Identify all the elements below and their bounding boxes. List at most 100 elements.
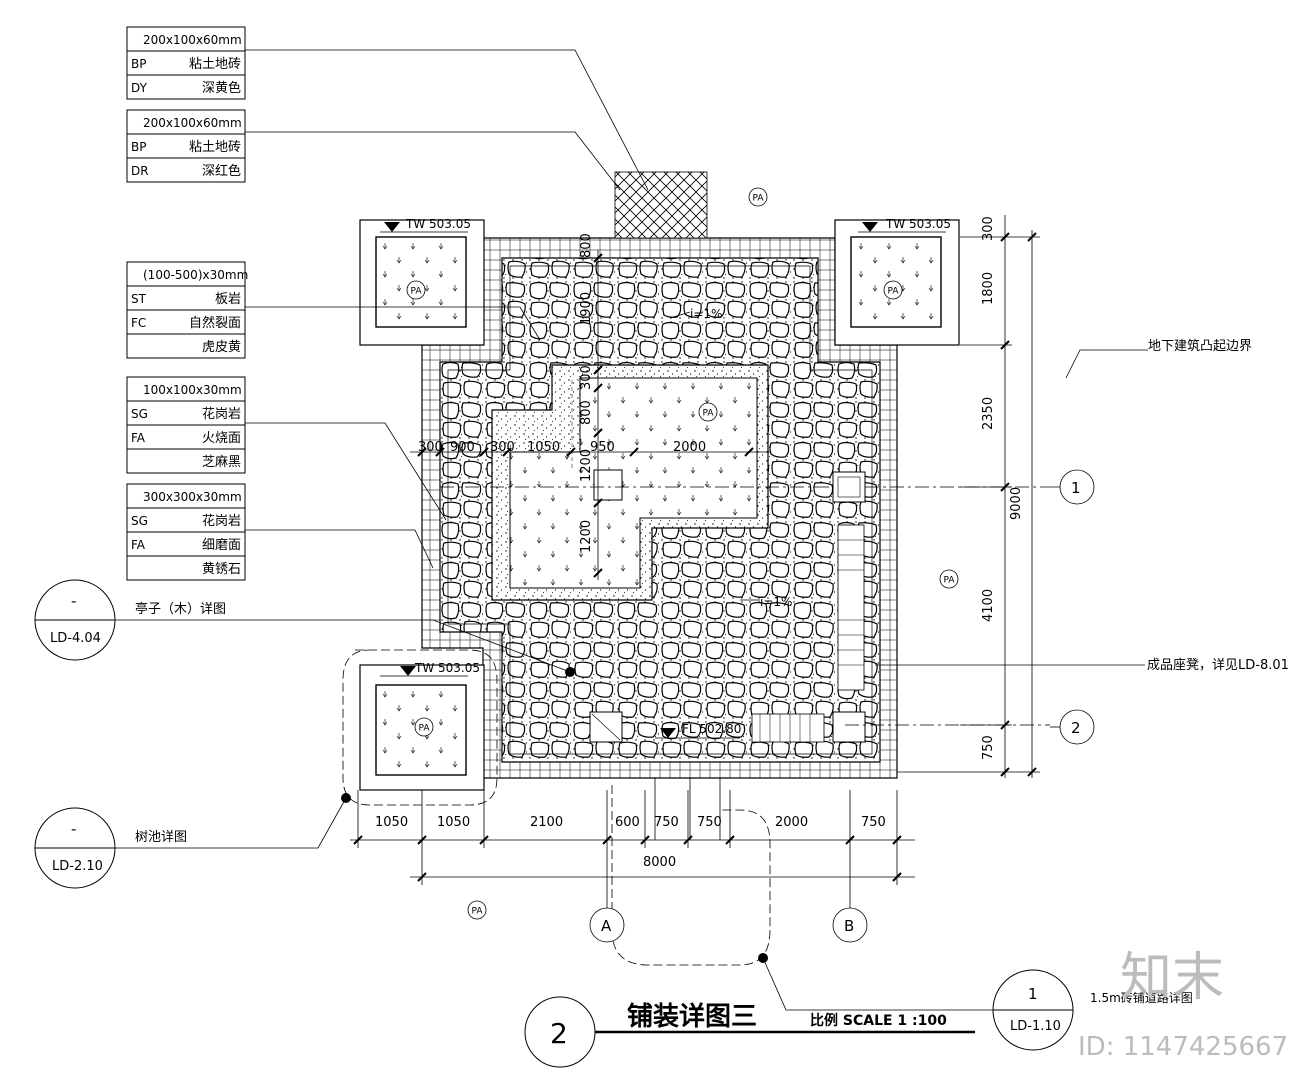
dimension-text-inner: 300 900 300 1050 950 2000 800 1900 300 8…	[418, 233, 706, 553]
dim-v-2: 1900	[579, 292, 594, 325]
callout-tree-pit: - LD-2.10 树池详图	[34, 807, 187, 889]
dim-b-1: 1050	[375, 815, 408, 830]
slope-label-1: i=1%	[690, 307, 722, 321]
pa-marker	[883, 280, 903, 300]
tw-label-ne: TW 503.05	[885, 217, 951, 231]
watermark: 知末 ID: 1147425667	[1078, 948, 1288, 1062]
dim-r-total: 9000	[1009, 487, 1024, 520]
grid-axes: 1 2 A B	[589, 469, 1095, 943]
pa-marker	[467, 900, 487, 920]
boundary-label: 地下建筑凸起边界	[1148, 338, 1252, 354]
material-size: 200x100x60mm	[143, 33, 242, 47]
pa-marker	[698, 402, 718, 422]
plan-annotations: TW 503.05 TW 503.05 TW 503.05 FL 502.80 …	[380, 217, 1289, 739]
dim-i-2: 900	[450, 440, 475, 455]
material-code: SG	[131, 514, 148, 528]
dim-i-4: 1050	[527, 440, 560, 455]
slope-label-2: i=1%	[760, 595, 792, 609]
material-code: DR	[131, 164, 149, 178]
callout-road-bottom: LD-1.10	[1010, 1019, 1061, 1034]
material-desc: 自然裂面	[189, 315, 241, 331]
material-code: BP	[131, 57, 146, 71]
material-size: (100-500)x30mm	[143, 268, 248, 282]
dim-r-3: 2350	[981, 397, 996, 430]
material-desc: 芝麻黑	[202, 454, 241, 470]
dim-r-2: 1800	[981, 272, 996, 305]
callout-tree-top: -	[71, 820, 76, 838]
material-code: DY	[131, 81, 148, 95]
dim-v-1: 800	[579, 233, 594, 258]
bench-2	[832, 711, 866, 743]
drawing-title: 铺装详图三	[627, 1001, 757, 1032]
dim-b-7: 2000	[775, 815, 808, 830]
grid-1: 1	[1071, 479, 1081, 497]
dim-r-1: 300	[981, 216, 996, 241]
callout-pavilion: - LD-4.04 亭子（木）详图	[34, 579, 226, 661]
bench-label: 成品座凳，详见LD-8.01	[1147, 657, 1289, 673]
material-size: 200x100x60mm	[143, 116, 242, 130]
callout-road: 1 LD-1.10 1.5m砖铺道路详图	[992, 969, 1193, 1051]
dim-v-3: 300	[579, 365, 594, 390]
dimension-lines	[350, 215, 1040, 910]
material-desc: 深黄色	[202, 80, 241, 96]
material-desc: 花岗岩	[202, 406, 241, 422]
pa-marker	[414, 717, 434, 737]
material-desc: 花岗岩	[202, 513, 241, 529]
material-size: 100x100x30mm	[143, 383, 242, 397]
tree-pit-ne	[834, 219, 960, 346]
dim-b-4: 600	[615, 815, 640, 830]
dim-i-3: 300	[490, 440, 515, 455]
material-code: FA	[131, 431, 146, 445]
dim-i-6: 2000	[673, 440, 706, 455]
material-size: 300x300x30mm	[143, 490, 242, 504]
callout-tree-bottom: LD-2.10	[52, 859, 103, 874]
pa-label: PA	[471, 907, 483, 917]
pa-marker	[939, 569, 959, 589]
dim-v-6: 1200	[579, 520, 594, 553]
tree-pit-nw	[359, 219, 485, 346]
material-desc: 黄锈石	[202, 562, 241, 577]
dim-b-8: 750	[861, 815, 886, 830]
grid-b: B	[844, 917, 854, 935]
callout-pavilion-top: -	[71, 592, 76, 610]
dimension-ticks	[353, 232, 1037, 882]
tw-label-nw: TW 503.05	[405, 217, 471, 231]
callout-tree-label: 树池详图	[135, 830, 187, 845]
tw-label-sw: TW 503.05	[414, 661, 480, 675]
bench-strip-s	[751, 713, 825, 743]
pa-marker	[748, 187, 768, 207]
material-desc: 深红色	[202, 163, 241, 179]
pa-label: PA	[752, 194, 764, 204]
bench-strip-e	[837, 524, 865, 691]
material-code: BP	[131, 140, 146, 154]
paving-plan	[342, 171, 1050, 966]
material-desc: 火烧面	[202, 431, 241, 446]
material-desc: 粘土地砖	[189, 140, 241, 155]
drawing-number: 2	[550, 1017, 568, 1050]
watermark-id: ID: 1147425667	[1078, 1032, 1288, 1062]
callout-pavilion-bottom: LD-4.04	[50, 631, 101, 646]
material-desc: 粘土地砖	[189, 57, 241, 72]
fl-label: FL 502.80	[682, 722, 741, 736]
leader-lines	[115, 49, 1148, 1011]
pa-label: PA	[410, 287, 422, 297]
material-desc: 细磨面	[202, 538, 241, 553]
title-block: 2 铺装详图三 比例 SCALE 1 :100	[524, 996, 975, 1068]
dim-r-5: 750	[981, 735, 996, 760]
grid-2: 2	[1071, 719, 1081, 737]
dim-total: 8000	[643, 855, 676, 870]
callout-road-label: 1.5m砖铺道路详图	[1090, 990, 1193, 1005]
dim-v-4: 800	[579, 400, 594, 425]
material-code: SG	[131, 407, 148, 421]
callout-pavilion-label: 亭子（木）详图	[135, 601, 226, 617]
dim-b-6: 750	[697, 815, 722, 830]
pa-label: PA	[702, 409, 714, 419]
material-desc: 板岩	[215, 292, 241, 307]
pa-marker	[406, 280, 426, 300]
